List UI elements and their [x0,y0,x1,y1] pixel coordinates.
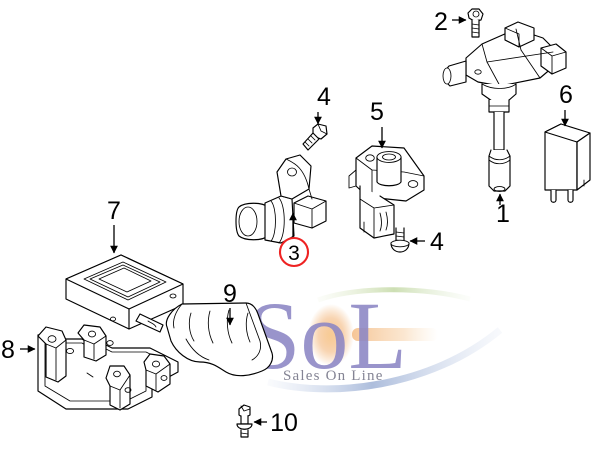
part-ignition-coil [442,21,567,192]
watermark-brand: SoL [247,282,407,389]
callout-label-5: 5 [370,98,384,126]
callout-label-3: 3 [288,242,300,265]
part-sensor-bolt-upper [302,123,328,151]
callout-label-6: 6 [559,81,573,109]
watermark-arc-top [317,287,471,303]
watermark-glow [308,304,354,366]
watermark-tagline: Sales On Line [283,368,384,384]
part-sensor-bolt-lower [390,227,410,253]
part-camshaft-position-sensor [348,145,425,239]
watermark-arc-bottom [267,327,503,393]
callout-label-2: 2 [434,8,448,36]
part-relay [544,123,591,203]
part-heat-shield-cover [165,302,274,377]
callout-label-4-lower: 4 [430,228,444,256]
callout-label-4-upper: 4 [317,83,331,111]
watermark-glow-bar [352,328,438,341]
callout-label-7: 7 [107,197,121,225]
part-engine-control-module [65,254,184,333]
callout-label-10: 10 [270,409,298,437]
part-coil-bolt [467,8,484,38]
part-crankshaft-position-sensor [235,154,327,244]
highlight-circle-part-3 [278,236,310,268]
callout-label-1: 1 [496,200,510,228]
callout-label-8: 8 [1,336,15,364]
callout-label-9: 9 [223,280,237,308]
part-retainer-clip [236,404,253,438]
part-ecm-mounting-bracket [37,324,179,411]
